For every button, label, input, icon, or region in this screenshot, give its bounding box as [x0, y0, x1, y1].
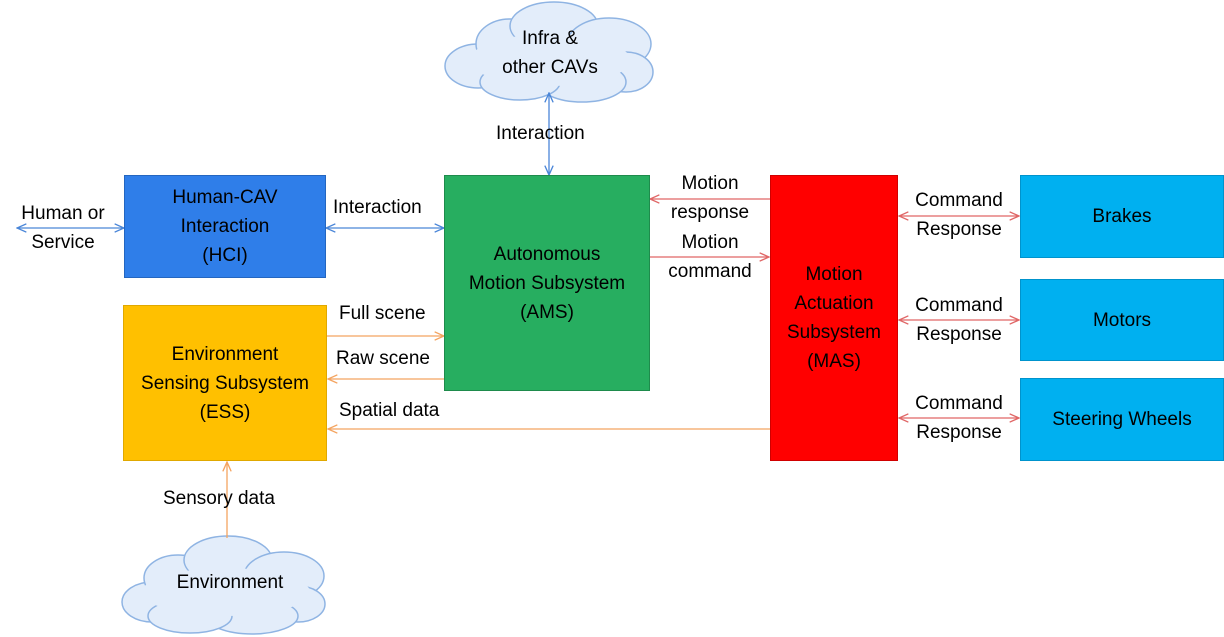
mas-box: Motion Actuation Subsystem (MAS): [770, 175, 898, 461]
brakes-label: Brakes: [1092, 206, 1152, 227]
mas-line1: Motion: [805, 264, 863, 285]
steering-box: Steering Wheels: [1020, 378, 1224, 461]
mas-line2: Actuation: [794, 293, 874, 314]
infra-cloud-shape: [444, 1, 654, 103]
hci-line2: Interaction: [180, 216, 270, 237]
motion-response-line2: response: [670, 202, 750, 223]
environment-cloud: Environment: [150, 568, 310, 597]
infra-cloud: Infra & other CAVs: [480, 24, 620, 82]
motion-command-line1: Motion: [681, 232, 739, 253]
spatial-data-label: Spatial data: [339, 400, 440, 421]
human-service-line2: Service: [31, 232, 95, 253]
motors-command-label: Command: [915, 295, 1003, 316]
mas-line4: (MAS): [807, 351, 861, 372]
brakes-response-label: Response: [916, 219, 1002, 240]
full-scene-label: Full scene: [339, 303, 426, 324]
motion-command-line2: command: [668, 261, 752, 282]
hci-line3: (HCI): [202, 245, 248, 266]
motion-response-label: Motion response: [660, 169, 760, 227]
raw-scene-label: Raw scene: [336, 348, 430, 369]
ess-line1: Environment: [171, 343, 279, 365]
steering-label: Steering Wheels: [1052, 409, 1192, 430]
ess-box: Environment Sensing Subsystem (ESS): [123, 305, 327, 461]
motors-label: Motors: [1092, 309, 1152, 331]
human-service-label: Human or Service: [8, 199, 118, 257]
ams-line3: (AMS): [520, 301, 574, 323]
mas-line3: Subsystem: [787, 322, 881, 343]
interaction-top-label: Interaction: [496, 123, 585, 144]
motors-box: Motors: [1020, 279, 1224, 361]
environment-cloud-label: Environment: [176, 572, 284, 593]
motors-signal-label: Command Response: [904, 291, 1014, 349]
ams-line1: Autonomous: [493, 243, 601, 265]
hci-line1: Human-CAV: [172, 187, 278, 208]
hci-box: Human-CAV Interaction (HCI): [124, 175, 326, 278]
motors-response-label: Response: [916, 324, 1002, 345]
ams-box: Autonomous Motion Subsystem (AMS): [444, 175, 650, 391]
sensory-data-label: Sensory data: [163, 488, 275, 509]
ess-line2: Sensing Subsystem: [141, 372, 309, 394]
brakes-box: Brakes: [1020, 175, 1224, 258]
brakes-command-label: Command: [915, 190, 1003, 211]
environment-cloud-shape: [121, 535, 326, 635]
motion-command-label: Motion command: [660, 228, 760, 286]
brakes-signal-label: Command Response: [904, 186, 1014, 244]
ams-line2: Motion Subsystem: [468, 272, 626, 294]
steering-response-label: Response: [916, 422, 1002, 443]
steering-signal-label: Command Response: [904, 389, 1014, 447]
interaction-mid-label: Interaction: [333, 197, 422, 218]
infra-cloud-line1: Infra &: [522, 28, 578, 49]
steering-command-label: Command: [915, 393, 1003, 414]
ess-line3: (ESS): [199, 401, 251, 423]
motion-response-line1: Motion: [681, 173, 739, 194]
human-service-line1: Human or: [21, 203, 105, 224]
infra-cloud-line2: other CAVs: [502, 57, 598, 78]
